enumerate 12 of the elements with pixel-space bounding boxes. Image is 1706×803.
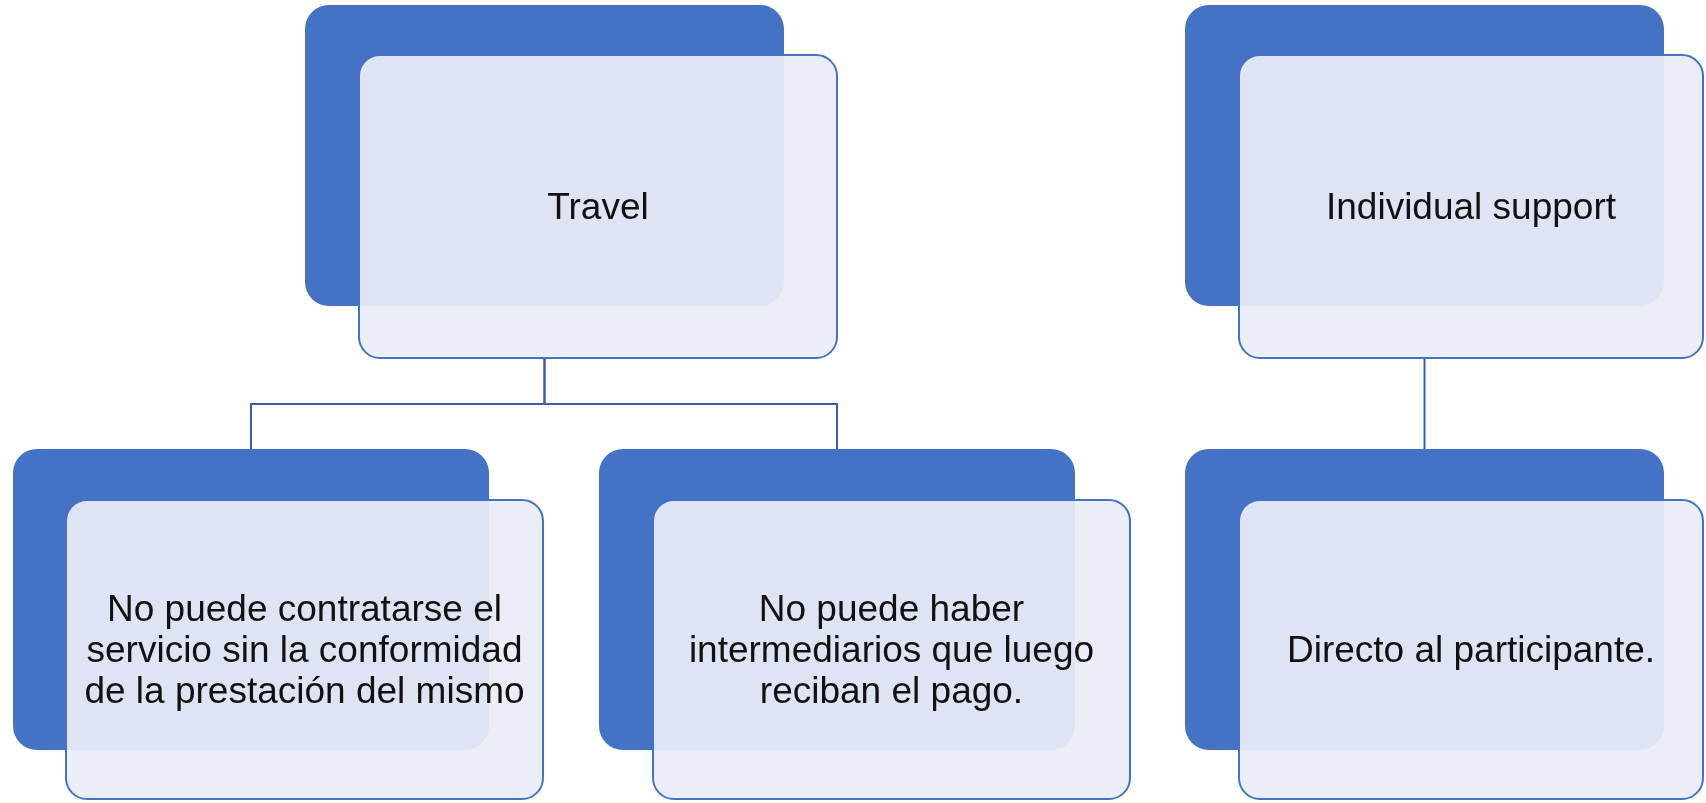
box-label: Directo al participante. [1285,629,1657,670]
box-label: No puede haber intermediarios que luego reciban el pago. [687,588,1096,711]
process-box [305,5,838,359]
process-box [1185,449,1704,800]
box-label: Travel [546,186,650,227]
box-label: Individual support [1325,186,1617,227]
process-box [599,449,1131,800]
process-box [13,449,544,800]
process-box [1185,5,1704,359]
connector-line [543,358,838,450]
connector-line [1423,358,1426,450]
box-label: No puede contratarse el servicio sin la conformidad de la prestación del mismo [83,588,526,711]
